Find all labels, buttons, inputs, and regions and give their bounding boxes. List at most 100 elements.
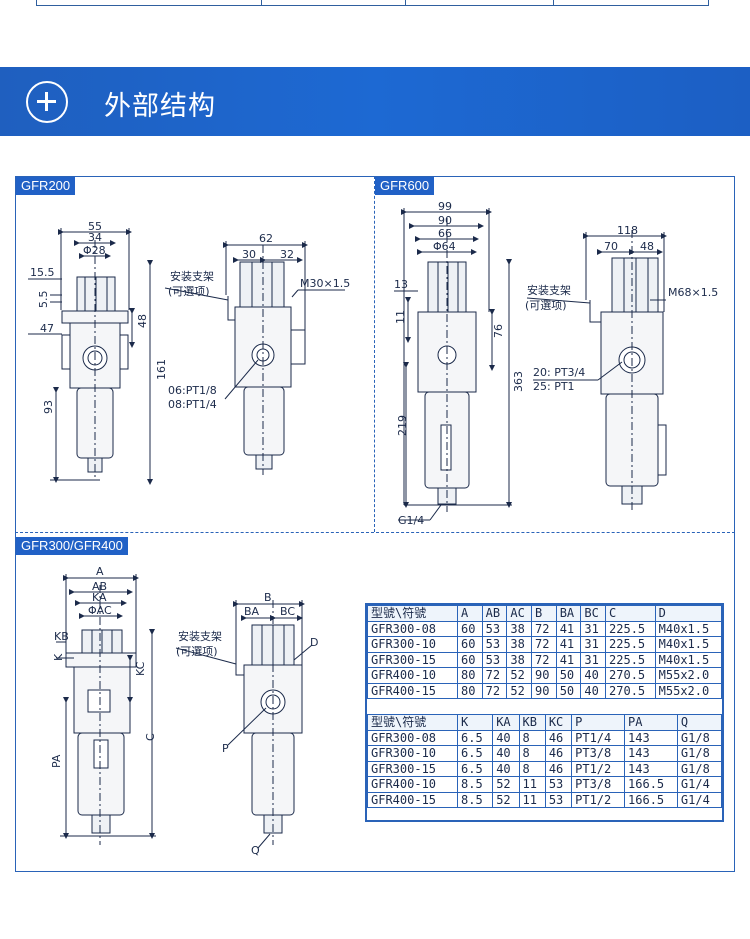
value-cell: 72 <box>531 620 557 637</box>
dim-label: 55 <box>88 220 102 233</box>
model-cell: GFR400-10 <box>367 667 458 684</box>
value-cell: 166.5 <box>624 776 678 793</box>
model-tag-gfr300-400: GFR300/GFR400 <box>16 537 128 555</box>
value-cell: 52 <box>492 791 520 808</box>
bracket-label: 安装支架 <box>527 283 571 297</box>
table-header: 型號\符號 <box>367 714 458 731</box>
bracket-sub-label: (可選项) <box>168 285 210 298</box>
dim-label: 34 <box>88 231 102 244</box>
value-cell: 31 <box>580 620 607 637</box>
value-cell: 40 <box>580 682 607 699</box>
value-cell: 8 <box>518 760 546 777</box>
dim-label: BA <box>244 605 260 618</box>
section-banner: 外部结构 <box>0 67 750 136</box>
value-cell: 60 <box>457 651 483 668</box>
gfr300-front-dims <box>56 574 156 839</box>
table-header: D <box>654 605 723 622</box>
table-header: P <box>571 714 626 731</box>
value-cell: G1/8 <box>676 745 723 762</box>
dim-label: D <box>310 636 318 649</box>
dim-label: 32 <box>280 248 294 261</box>
gfr600-side-dims <box>526 232 667 381</box>
dim-label: 76 <box>492 324 505 338</box>
value-cell: 40 <box>492 760 520 777</box>
dim-label: AB <box>92 580 107 593</box>
bracket-sub-label: (可選项) <box>525 299 567 312</box>
bracket-label: 安装支架 <box>170 269 214 283</box>
dim-label: Φ28 <box>83 244 106 257</box>
value-cell: 52 <box>492 776 520 793</box>
value-cell: 143 <box>624 760 678 777</box>
value-cell: 8.5 <box>456 776 494 793</box>
previous-table-remnant <box>36 0 709 6</box>
value-cell: 53 <box>481 651 508 668</box>
dim-label: 363 <box>512 371 525 392</box>
table-header: PA <box>624 714 678 731</box>
model-cell: GFR300-10 <box>367 745 458 762</box>
port-label: 20: PT3/4 <box>533 366 585 379</box>
value-cell: 80 <box>457 682 483 699</box>
value-cell: PT1/2 <box>571 760 626 777</box>
dim-label: 48 <box>136 314 149 328</box>
model-cell: GFR300-15 <box>367 651 458 668</box>
dim-label: 47 <box>40 322 54 335</box>
value-cell: PT3/8 <box>571 745 626 762</box>
value-cell: 46 <box>544 760 573 777</box>
value-cell: 11 <box>518 791 546 808</box>
model-cell: GFR400-15 <box>367 682 458 699</box>
gfr300-side-view <box>235 600 303 845</box>
table-header: K <box>456 714 494 731</box>
table-header: 型號\符號 <box>367 605 458 622</box>
value-cell: 6.5 <box>456 729 494 746</box>
dim-label: C <box>144 733 157 741</box>
dim-label: 93 <box>42 400 55 414</box>
gfr300-labels: A AB KA ΦAC KB K KC C PA B BA BC D P Q 安… <box>50 565 318 857</box>
table-header: KC <box>544 714 573 731</box>
model-cell: GFR400-15 <box>367 791 458 808</box>
value-cell: 72 <box>481 682 508 699</box>
gfr200-labels: 55 34 Φ28 15.5 5.5 47 48 161 93 62 30 32… <box>30 220 350 414</box>
value-cell: G1/8 <box>676 760 723 777</box>
value-cell: 53 <box>481 620 508 637</box>
value-cell: 225.5 <box>605 651 656 668</box>
table-header: KB <box>518 714 546 731</box>
dim-label: KC <box>134 661 147 676</box>
value-cell: 11 <box>518 776 546 793</box>
port-label: 08:PT1/4 <box>168 398 217 411</box>
value-cell: 60 <box>457 636 483 653</box>
value-cell: 38 <box>506 651 533 668</box>
value-cell: 72 <box>531 651 557 668</box>
bracket-label: 安装支架 <box>178 629 222 643</box>
dim-label: PA <box>50 754 63 768</box>
dim-label: 99 <box>438 200 452 213</box>
value-cell: 41 <box>555 651 582 668</box>
dim-label: 62 <box>259 232 273 245</box>
value-cell: 52 <box>506 667 533 684</box>
value-cell: 53 <box>481 636 508 653</box>
dim-label: 5.5 <box>37 291 50 309</box>
table-header: AB <box>481 605 508 622</box>
gfr600-side-view <box>589 230 667 512</box>
drain-label: G1/4 <box>398 514 424 527</box>
value-cell: 166.5 <box>624 791 678 808</box>
value-cell: 53 <box>544 776 573 793</box>
value-cell: 90 <box>531 682 557 699</box>
table-header: BC <box>580 605 607 622</box>
dim-label: Q <box>251 844 260 857</box>
gfr300-front-view <box>65 585 137 845</box>
value-cell: 270.5 <box>605 682 656 699</box>
gfr600-front-dims <box>394 208 512 521</box>
thread-label: M30×1.5 <box>300 277 350 290</box>
value-cell: 143 <box>624 745 678 762</box>
divider-vertical <box>374 176 375 532</box>
